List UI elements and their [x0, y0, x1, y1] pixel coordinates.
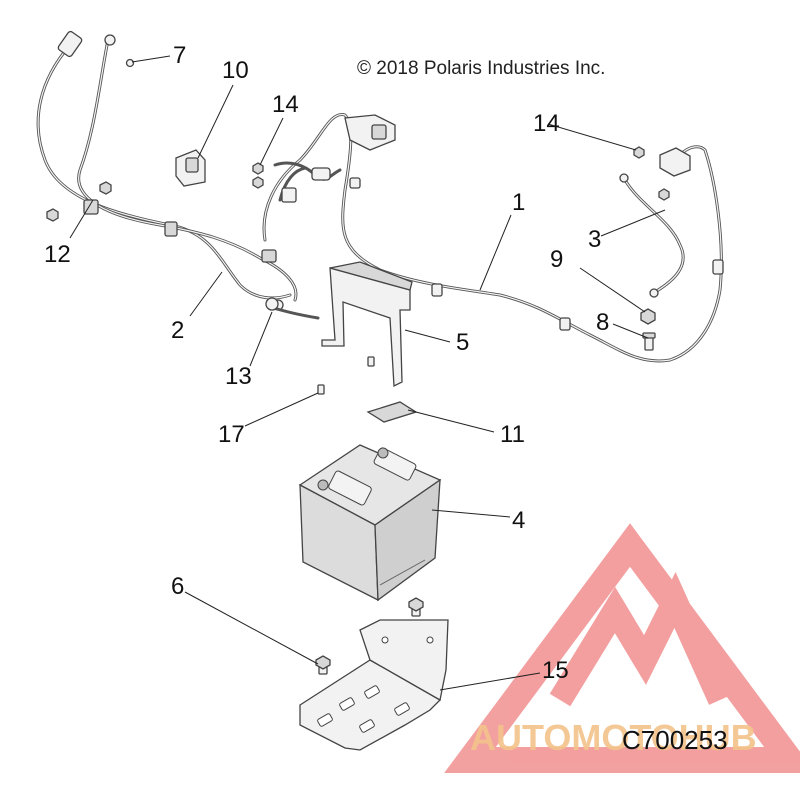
callout-11: 11	[500, 421, 525, 448]
watermark-text: AUTOMOTOHUB	[470, 717, 757, 758]
battery-tray-bracket-15	[299, 619, 449, 751]
push-rivet-17	[317, 356, 375, 395]
nut-9	[640, 308, 656, 325]
battery-cable-harness	[36, 30, 298, 311]
callout-13: 13	[225, 363, 252, 390]
copyright-text: © 2018 Polaris Industries Inc.	[357, 58, 605, 79]
nut-7	[125, 58, 135, 68]
watermark-logo	[444, 523, 800, 773]
callout-labels: 1 2 3 4 5 6 7 8 9 10 11 12 13 14 14 15 1…	[44, 42, 609, 684]
callout-10: 10	[222, 57, 249, 84]
callout-5: 5	[456, 329, 469, 356]
callout-14-right: 14	[533, 110, 560, 137]
screw-8	[642, 332, 656, 351]
nut-14-right-b	[658, 188, 670, 201]
callout-17: 17	[218, 421, 245, 448]
callout-1: 1	[512, 189, 525, 216]
ground-cable	[619, 173, 685, 298]
callout-2: 2	[171, 317, 184, 344]
callout-15: 15	[542, 657, 569, 684]
callout-14-left: 14	[272, 91, 299, 118]
pad-11	[366, 401, 418, 423]
bolt-6-b	[408, 597, 424, 617]
callout-4: 4	[512, 507, 525, 534]
nut-14-right	[633, 146, 645, 159]
drawing-code: C700253	[622, 725, 728, 755]
nut-12	[46, 181, 112, 222]
callout-3: 3	[588, 226, 601, 253]
callout-8: 8	[596, 309, 609, 336]
callout-12: 12	[44, 241, 71, 268]
battery-4	[298, 444, 442, 602]
leader-lines	[69, 55, 666, 691]
callout-7: 7	[173, 42, 186, 69]
callout-6: 6	[171, 573, 184, 600]
relay-10	[175, 149, 206, 187]
nut-14-left	[252, 162, 264, 189]
bolt-6	[315, 655, 331, 675]
battery-hold-down-strap	[321, 261, 413, 388]
ground-terminal-13	[265, 297, 320, 320]
callout-9: 9	[550, 246, 563, 273]
main-wire-harness	[262, 113, 724, 363]
